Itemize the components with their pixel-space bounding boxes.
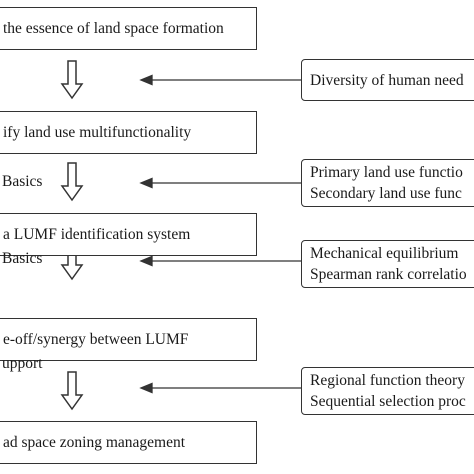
- main-box-2-text: ify land use multifunctionality: [3, 123, 192, 141]
- step-label-support: upport: [2, 355, 43, 372]
- side-box-2-line-1: Primary land use functio: [310, 164, 463, 181]
- main-box-5-text: ad space zoning management: [3, 433, 186, 451]
- side-box-3-line-1: Mechanical equilibrium: [310, 245, 459, 262]
- side-box-3-line-2: Spearman rank correlatio: [310, 266, 467, 283]
- side-box-4: Regional function theory Sequential sele…: [301, 367, 474, 415]
- side-box-4-line-1: Regional function theory: [310, 372, 465, 389]
- main-box-3-text: a LUMF identification system: [3, 225, 191, 243]
- main-box-2: ify land use multifunctionality: [0, 111, 257, 154]
- main-box-1-text: the essence of land space formation: [3, 19, 224, 37]
- main-box-4-text: e-off/synergy between LUMF: [3, 330, 189, 348]
- main-box-1: the essence of land space formation: [0, 7, 257, 50]
- side-box-2: Primary land use functio Secondary land …: [301, 159, 474, 207]
- side-box-3: Mechanical equilibrium Spearman rank cor…: [301, 240, 474, 288]
- side-box-1-line-1: Diversity of human need: [310, 71, 464, 89]
- down-arrow-2: [60, 162, 84, 202]
- main-box-4: e-off/synergy between LUMF: [0, 318, 257, 361]
- main-box-5: ad space zoning management: [0, 421, 257, 464]
- side-box-2-line-2: Secondary land use func: [310, 185, 462, 202]
- side-box-4-line-2: Sequential selection proc: [310, 393, 466, 410]
- side-box-1: Diversity of human need: [301, 59, 474, 101]
- step-label-basics-1: Basics: [2, 173, 43, 190]
- down-arrow-1: [60, 60, 84, 100]
- main-box-3: a LUMF identification system: [0, 213, 257, 256]
- step-label-basics-2: Basics: [2, 250, 43, 267]
- down-arrow-4: [60, 371, 84, 411]
